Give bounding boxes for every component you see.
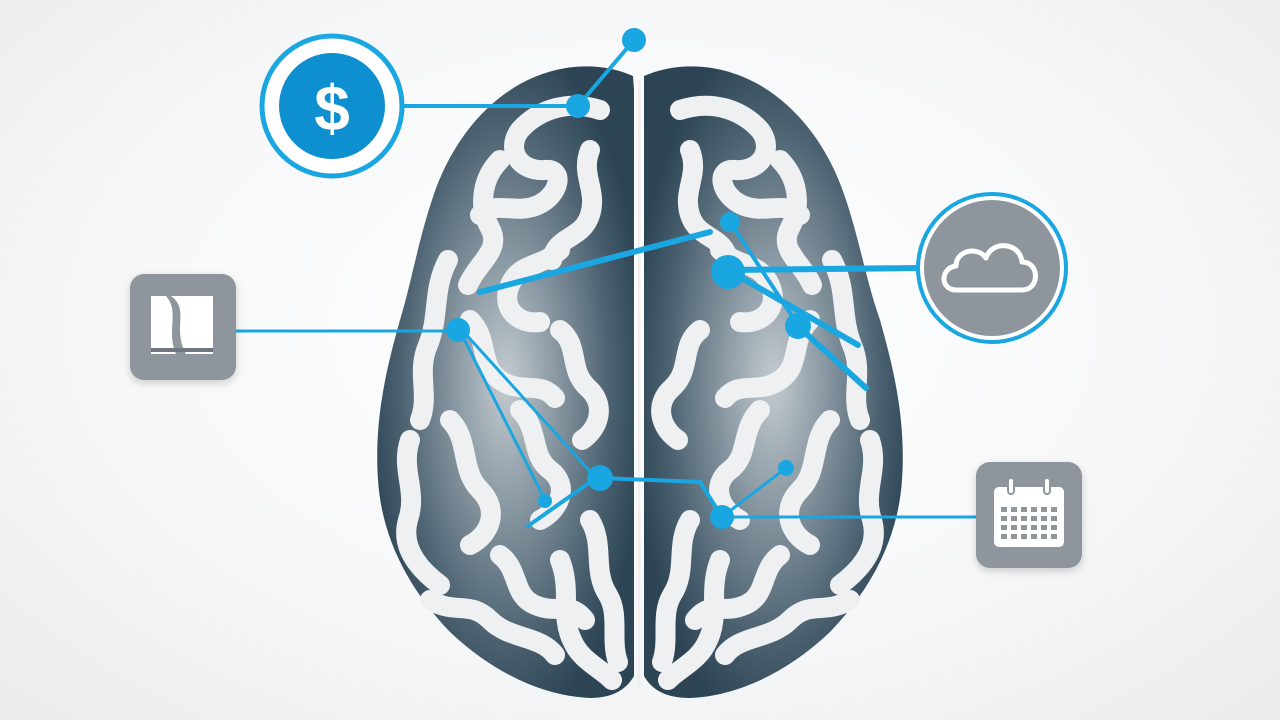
calendar-day-cell bbox=[1011, 525, 1017, 530]
node bbox=[785, 313, 811, 339]
connection-cross-1 bbox=[477, 229, 713, 295]
connection-cross-5 bbox=[728, 220, 802, 330]
node bbox=[778, 460, 794, 476]
document-badge bbox=[130, 274, 236, 380]
calendar-day-cell bbox=[1051, 525, 1057, 530]
calendar-day-cell bbox=[1051, 516, 1057, 521]
calendar-day-cell bbox=[1031, 507, 1037, 512]
calendar-day-cell bbox=[1021, 516, 1027, 521]
connection-cross-3 bbox=[460, 333, 547, 502]
calendar-badge bbox=[976, 462, 1082, 568]
connection-cross-9 bbox=[526, 476, 598, 528]
connection-dollar-top bbox=[576, 38, 636, 108]
calendar-day-cell bbox=[1001, 507, 1007, 512]
node bbox=[587, 465, 613, 491]
calendar-day-cell bbox=[1001, 525, 1007, 530]
calendar-day-cell bbox=[1001, 534, 1007, 539]
connection-cross-2 bbox=[460, 328, 598, 480]
calendar-day-cell bbox=[1011, 516, 1017, 521]
node bbox=[538, 494, 552, 508]
document-icon bbox=[151, 296, 213, 354]
calendar-day-cell bbox=[1041, 507, 1047, 512]
calendar-day-cell bbox=[1031, 516, 1037, 521]
connection-cross-6 bbox=[725, 267, 861, 348]
calendar-day-cell bbox=[1031, 534, 1037, 539]
dollar-badge: $ bbox=[259, 33, 405, 179]
cloud-badge bbox=[916, 192, 1068, 344]
connection-cross-7 bbox=[797, 325, 869, 391]
network-nodes bbox=[446, 28, 811, 529]
calendar-day-cell bbox=[1011, 507, 1017, 512]
gyri-left bbox=[396, 95, 628, 690]
node bbox=[622, 28, 646, 52]
calendar-day-cell bbox=[1011, 534, 1017, 539]
node bbox=[720, 212, 740, 232]
cloud-icon bbox=[941, 243, 1038, 293]
node bbox=[446, 318, 470, 342]
calendar-day-cell bbox=[1041, 516, 1047, 521]
calendar-day-cell bbox=[1051, 534, 1057, 539]
calendar-day-cell bbox=[1041, 525, 1047, 530]
calendar-day-cell bbox=[1041, 534, 1047, 539]
calendar-day-cell bbox=[1021, 507, 1027, 512]
calendar-day-cell bbox=[1001, 516, 1007, 521]
dollar-icon: $ bbox=[314, 72, 350, 144]
calendar-icon bbox=[994, 477, 1064, 547]
connection-cross-8 bbox=[720, 466, 788, 519]
node bbox=[566, 94, 590, 118]
node bbox=[710, 505, 734, 529]
node bbox=[711, 255, 745, 289]
calendar-day-cell bbox=[1031, 525, 1037, 530]
calendar-day-cell bbox=[1021, 534, 1027, 539]
calendar-day-cell bbox=[1051, 507, 1057, 512]
connection-cloud bbox=[725, 265, 923, 273]
calendar-day-cell bbox=[1021, 525, 1027, 530]
connection-cross-4 bbox=[598, 476, 724, 519]
network-connections bbox=[234, 38, 978, 528]
